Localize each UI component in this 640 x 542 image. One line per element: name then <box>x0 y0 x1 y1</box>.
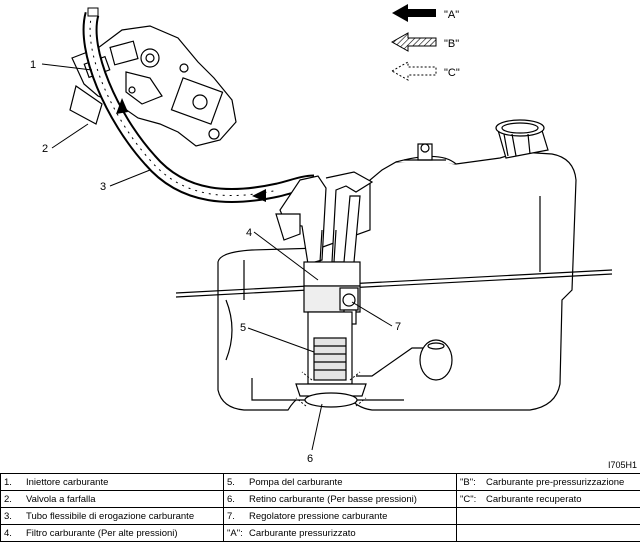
legend-text: Valvola a farfalla <box>26 494 96 505</box>
arrow-c-icon <box>392 62 436 80</box>
legend-text: Retino carburante (Per basse pressioni) <box>249 494 417 505</box>
legend-cell: "A":Carburante pressurizzato <box>224 525 457 542</box>
callout-4: 4 <box>246 227 252 239</box>
arrow-key: "A" "B" "C" <box>392 4 460 80</box>
legend-text: Tubo flessibile di erogazione carburante <box>26 511 194 522</box>
legend-cell: 6.Retino carburante (Per basse pressioni… <box>224 491 457 508</box>
arrow-a-label: "A" <box>444 9 459 21</box>
legend-cell: 7.Regolatore pressione carburante <box>224 508 457 525</box>
legend-cell: 4.Filtro carburante (Per alte pressioni) <box>1 525 224 542</box>
callout-5: 5 <box>240 322 246 334</box>
legend-number: "A": <box>227 528 249 539</box>
legend-number: 7. <box>227 511 249 522</box>
arrow-b-icon <box>392 33 436 51</box>
legend-text: Carburante recuperato <box>486 494 582 505</box>
legend-cell <box>457 525 640 542</box>
callout-6: 6 <box>307 453 313 465</box>
legend-cell <box>457 508 640 525</box>
arrow-c-label: "C" <box>444 67 460 79</box>
legend-row: 4.Filtro carburante (Per alte pressioni)… <box>1 525 640 542</box>
legend-cell: 2.Valvola a farfalla <box>1 491 224 508</box>
legend-text: Filtro carburante (Per alte pressioni) <box>26 528 178 539</box>
legend-number: 2. <box>4 494 26 505</box>
legend-number: 5. <box>227 477 249 488</box>
figure-code: I705H1 <box>608 460 637 470</box>
legend-table: 1.Iniettore carburante 5.Pompa del carbu… <box>0 473 640 542</box>
legend-cell: 3.Tubo flessibile di erogazione carburan… <box>1 508 224 525</box>
legend-row: 3.Tubo flessibile di erogazione carburan… <box>1 508 640 525</box>
legend-number: "C": <box>460 494 486 505</box>
legend-text: Carburante pressurizzato <box>249 528 356 539</box>
callout-2: 2 <box>42 143 48 155</box>
callout-1: 1 <box>30 59 36 71</box>
legend-row: 2.Valvola a farfalla 6.Retino carburante… <box>1 491 640 508</box>
arrow-b-label: "B" <box>444 38 459 50</box>
legend-number: 4. <box>4 528 26 539</box>
arrow-a-icon <box>392 4 436 22</box>
legend-number: 1. <box>4 477 26 488</box>
legend-number: 6. <box>227 494 249 505</box>
legend-cell: 5.Pompa del carburante <box>224 474 457 491</box>
callout-7: 7 <box>395 321 401 333</box>
legend-cell: "B":Carburante pre-pressurizzazione <box>457 474 640 491</box>
callout-3: 3 <box>100 181 106 193</box>
legend-number: 3. <box>4 511 26 522</box>
legend-cell: 1.Iniettore carburante <box>1 474 224 491</box>
legend-text: Pompa del carburante <box>249 477 342 488</box>
legend-text: Carburante pre-pressurizzazione <box>486 477 624 488</box>
fuel-system-diagram: "A" "B" "C" <box>0 0 640 470</box>
legend-cell: "C":Carburante recuperato <box>457 491 640 508</box>
legend-row: 1.Iniettore carburante 5.Pompa del carbu… <box>1 474 640 491</box>
legend-number: "B": <box>460 477 486 488</box>
legend-text: Iniettore carburante <box>26 477 108 488</box>
legend-text: Regolatore pressione carburante <box>249 511 387 522</box>
filler-neck <box>496 120 548 158</box>
